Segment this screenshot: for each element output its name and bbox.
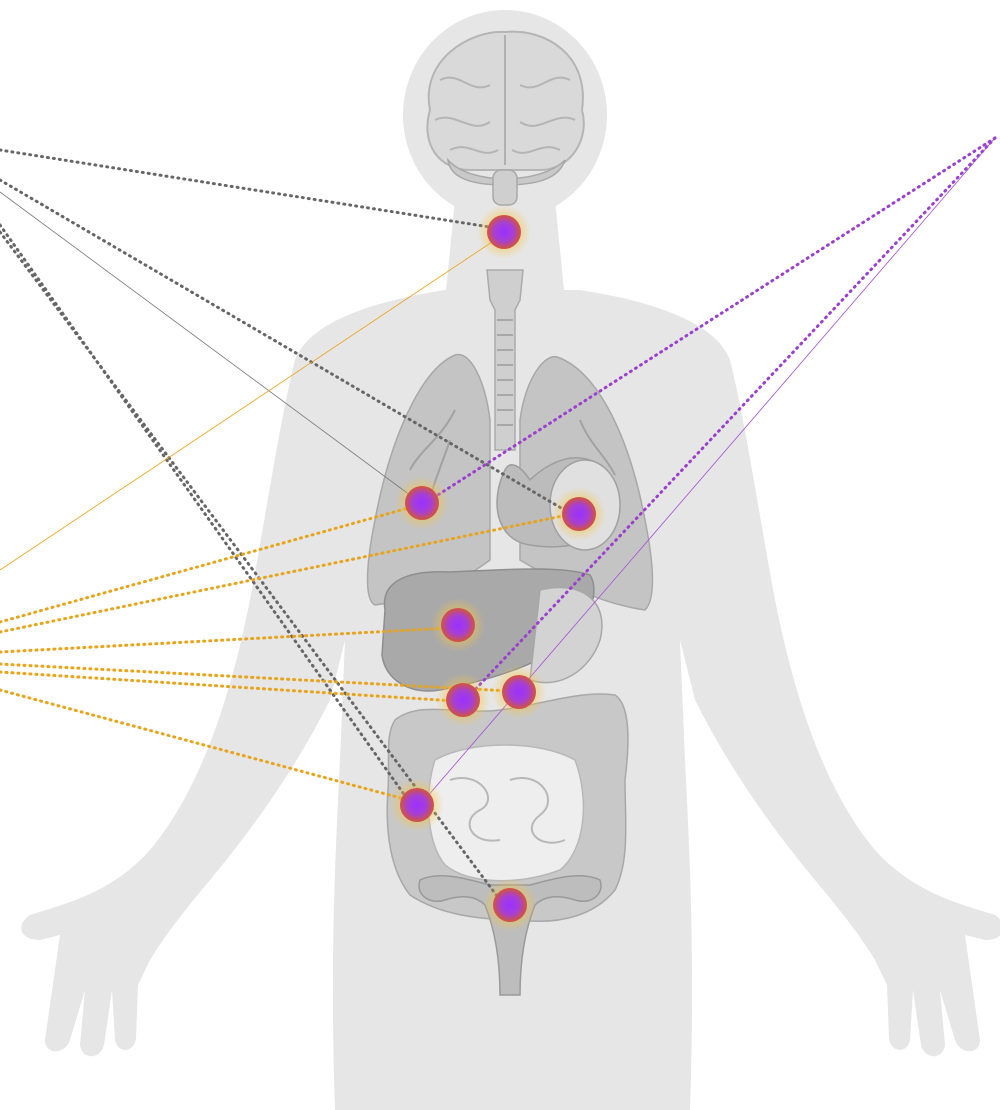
colon-marker [390, 778, 444, 832]
liver-marker [431, 598, 485, 652]
pancreas-marker [492, 665, 546, 719]
uterus-marker [483, 878, 537, 932]
gallbladder-marker [436, 673, 490, 727]
lung-marker [395, 476, 449, 530]
heart-marker [552, 487, 606, 541]
thyroid-marker [477, 205, 531, 259]
